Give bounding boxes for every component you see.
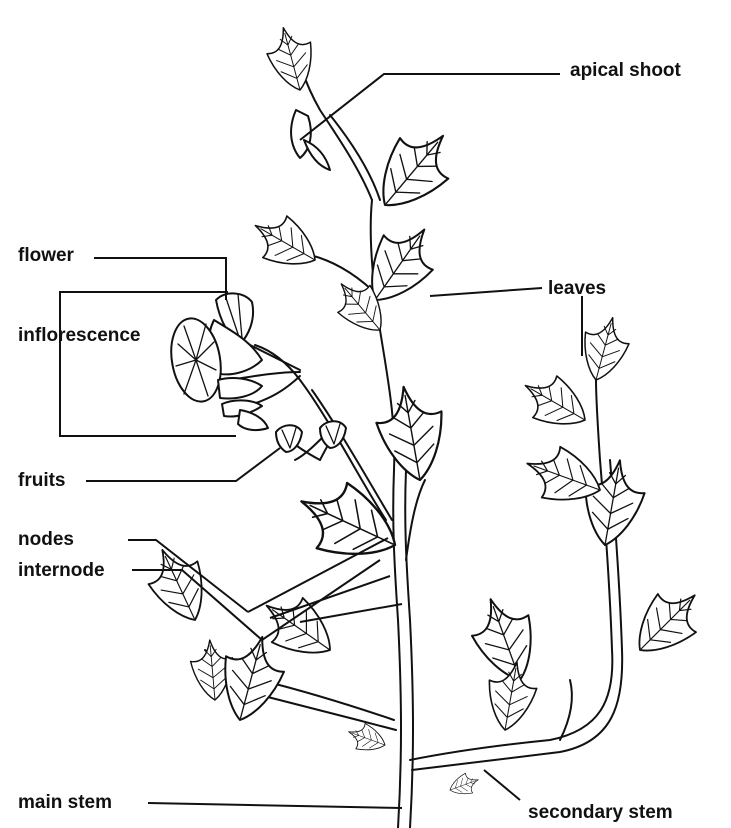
leader-apical-shoot: [300, 74, 560, 140]
label-fruits: fruits: [18, 471, 66, 490]
leader-secondary-stem: [484, 770, 520, 800]
label-secondary-stem: secondary stem: [528, 803, 673, 822]
leader-main-stem: [148, 803, 402, 808]
leader-fruits: [86, 448, 280, 481]
apical-shoot-drawing: [291, 110, 330, 170]
label-flower: flower: [18, 246, 74, 265]
label-nodes: nodes: [18, 530, 74, 549]
fruits-drawing: [276, 421, 346, 460]
label-main-stem: main stem: [18, 793, 112, 812]
label-leaves: leaves: [548, 279, 606, 298]
label-inflorescence: inflorescence: [18, 326, 141, 345]
inflorescence-drawing: [165, 293, 300, 430]
label-apical-shoot: apical shoot: [570, 61, 681, 80]
leader-flower: [94, 258, 226, 300]
label-internode: internode: [18, 561, 105, 580]
